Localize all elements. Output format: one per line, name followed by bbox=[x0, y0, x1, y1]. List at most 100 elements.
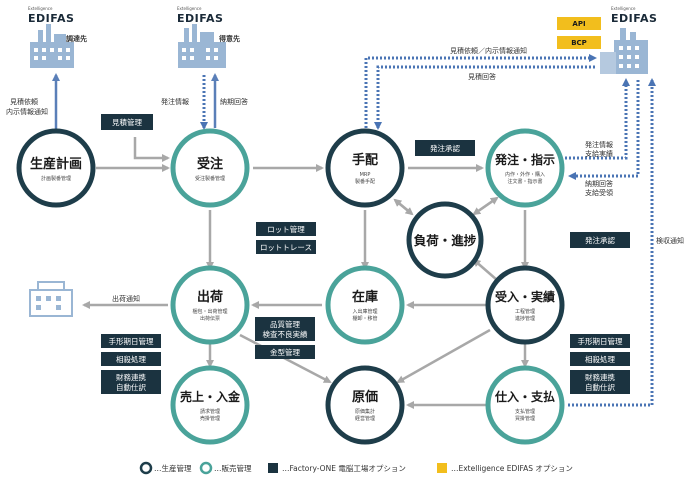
customer-brand: EDIFAS bbox=[177, 12, 223, 25]
lot-mgmt-box: ロット管理 bbox=[256, 222, 316, 236]
svg-text:計画製番管理: 計画製番管理 bbox=[41, 175, 71, 182]
svg-text:生産計画: 生産計画 bbox=[30, 156, 82, 172]
svg-text:手形期日管理: 手形期日管理 bbox=[578, 336, 623, 346]
arrow-receive-to-cost bbox=[396, 328, 491, 384]
offset-box-left: 相殺処理 bbox=[101, 352, 161, 366]
svg-text:出荷伝票: 出荷伝票 bbox=[200, 315, 220, 322]
svg-text:負荷・進捗: 負荷・進捗 bbox=[414, 233, 477, 248]
arrow-load-to-arrange bbox=[393, 198, 413, 215]
svg-text:仕入・支払: 仕入・支払 bbox=[494, 389, 555, 404]
arrow-receive-to-load bbox=[472, 258, 498, 281]
customer-building-icon bbox=[178, 24, 226, 68]
api-option-box: API bbox=[557, 17, 601, 30]
svg-text:売上・入金: 売上・入金 bbox=[180, 389, 241, 404]
svg-text:梱包・出荷管理: 梱包・出荷管理 bbox=[192, 308, 227, 315]
node-sales-payment: 売上・入金 請求管理 売掛管理 bbox=[170, 365, 250, 445]
svg-text:支払管理: 支払管理 bbox=[515, 408, 535, 415]
edifas-building-icon bbox=[600, 28, 648, 74]
node-shipping: 出荷 梱包・出荷管理 出荷伝票 bbox=[170, 265, 250, 345]
label-estimate-reply: 見積回答 bbox=[468, 72, 496, 81]
arrow-edifas-to-instruct bbox=[568, 80, 640, 180]
svg-text:棚卸・移管: 棚卸・移管 bbox=[352, 315, 377, 322]
svg-text:MRP: MRP bbox=[360, 172, 371, 178]
svg-text:製番手配: 製番手配 bbox=[355, 178, 375, 185]
bcp-option-box: BCP bbox=[557, 36, 601, 49]
label-shipping-notice: 出荷通知 bbox=[112, 294, 140, 303]
svg-text:入出庫管理: 入出庫管理 bbox=[352, 308, 377, 315]
label-order-info: 発注情報 bbox=[161, 97, 189, 106]
svg-text:手形期日管理: 手形期日管理 bbox=[109, 336, 154, 346]
customer-label: 得意先 bbox=[218, 34, 240, 43]
arrow-purchase-to-edifas bbox=[568, 78, 656, 407]
svg-text:…販売管理: …販売管理 bbox=[214, 463, 252, 473]
estimate-mgmt-box: 見積管理 bbox=[101, 114, 153, 130]
edi-arrows bbox=[52, 54, 656, 407]
node-purchase-pay: 仕入・支払 支払管理 買掛管理 bbox=[485, 365, 565, 445]
legend-item-production: …生産管理 bbox=[139, 461, 192, 475]
order-approval-box-1: 発注承認 bbox=[415, 140, 475, 156]
svg-text:発注承認: 発注承認 bbox=[585, 235, 615, 245]
svg-text:買掛管理: 買掛管理 bbox=[515, 415, 535, 422]
svg-text:手配: 手配 bbox=[352, 152, 378, 168]
bill-mgmt-box-left: 手形期日管理 bbox=[101, 334, 161, 348]
flow-arrows bbox=[82, 137, 529, 409]
api-label: API bbox=[572, 20, 585, 28]
finance-box-right: 財務連携 自動仕訳 bbox=[570, 370, 630, 394]
edifas-brand: EDIFAS bbox=[611, 12, 657, 25]
svg-text:財務連携: 財務連携 bbox=[585, 372, 615, 382]
node-inventory: 在庫 入出庫管理 棚卸・移管 bbox=[325, 265, 405, 345]
label-top-estimate: 見積依頼／内示情報通知 bbox=[450, 46, 527, 55]
finance-box-left: 財務連携 自動仕訳 bbox=[101, 370, 161, 394]
svg-text:出荷: 出荷 bbox=[197, 289, 223, 305]
supplier-brand-small: Extelligence bbox=[28, 6, 53, 11]
node-order-instruct: 発注・指示 内作・外作・購入 注文書・指示書 bbox=[485, 128, 565, 208]
node-cost: 原価 原価集計 経営管理 bbox=[325, 365, 405, 445]
customer-brand-small: Extelligence bbox=[177, 6, 202, 11]
svg-text:内作・外作・購入: 内作・外作・購入 bbox=[505, 171, 545, 178]
svg-text:原価集計: 原価集計 bbox=[355, 408, 375, 415]
svg-text:原価: 原価 bbox=[352, 389, 378, 405]
svg-text:検査不良実績: 検査不良実績 bbox=[263, 329, 308, 339]
node-load-progress: 負荷・進捗 bbox=[406, 201, 484, 279]
svg-text:相殺処理: 相殺処理 bbox=[116, 354, 146, 364]
label-order-info-right: 発注情報 bbox=[585, 140, 613, 149]
label-supply-result: 支給実績 bbox=[585, 149, 613, 158]
supplier-brand: EDIFAS bbox=[28, 12, 74, 25]
legend: …生産管理 …販売管理 …Factory-ONE 電脳工場オプション …Exte… bbox=[139, 461, 573, 475]
legend-item-edifas: …Extelligence EDIFAS オプション bbox=[437, 463, 573, 473]
svg-text:発注・指示: 発注・指示 bbox=[494, 152, 555, 167]
svg-text:見積管理: 見積管理 bbox=[112, 117, 142, 127]
edifas-brand-small: Extelligence bbox=[611, 6, 636, 11]
svg-text:工程管理: 工程管理 bbox=[515, 308, 535, 315]
node-arrangement: 手配 MRP 製番手配 bbox=[325, 128, 405, 208]
node-production-plan: 生産計画 計画製番管理 bbox=[16, 128, 96, 208]
svg-text:在庫: 在庫 bbox=[352, 289, 378, 305]
arrow-edifas-to-arrange bbox=[374, 65, 595, 130]
svg-text:請求管理: 請求管理 bbox=[200, 408, 220, 415]
svg-text:金型管理: 金型管理 bbox=[270, 347, 300, 357]
label-estimate-req-info: 内示情報通知 bbox=[6, 107, 48, 116]
arrow-estimate-to-order bbox=[133, 137, 170, 162]
svg-text:受注製番管理: 受注製番管理 bbox=[195, 175, 225, 182]
arrow-load-to-instruct bbox=[473, 196, 499, 216]
svg-text:受入・実績: 受入・実績 bbox=[495, 289, 555, 304]
svg-text:注文書・指示書: 注文書・指示書 bbox=[507, 178, 542, 185]
svg-text:ロットトレース: ロットトレース bbox=[260, 243, 312, 252]
order-approval-box-2: 発注承認 bbox=[570, 232, 630, 248]
node-receiving: 受入・実績 工程管理 進捗管理 bbox=[485, 265, 565, 345]
supplier-label: 調達先 bbox=[66, 34, 87, 43]
quality-box: 品質管理 検査不良実績 bbox=[255, 317, 315, 341]
mold-mgmt-box: 金型管理 bbox=[255, 345, 315, 359]
svg-text:…生産管理: …生産管理 bbox=[154, 463, 192, 473]
label-delivery-reply-right: 納期回答 bbox=[585, 179, 613, 188]
svg-text:経営管理: 経営管理 bbox=[355, 415, 375, 422]
label-delivery-reply: 納期回答 bbox=[220, 97, 248, 106]
label-inspection-notice: 検収通知 bbox=[656, 236, 684, 245]
arrow-arrange-to-edifas bbox=[364, 54, 597, 128]
bcp-label: BCP bbox=[571, 39, 587, 47]
offset-box-right: 相殺処理 bbox=[570, 352, 630, 366]
arrow-instruct-to-edifas bbox=[565, 78, 630, 160]
svg-text:…Extelligence EDIFAS オプション: …Extelligence EDIFAS オプション bbox=[451, 464, 573, 473]
legend-item-sales: …販売管理 bbox=[199, 461, 252, 475]
